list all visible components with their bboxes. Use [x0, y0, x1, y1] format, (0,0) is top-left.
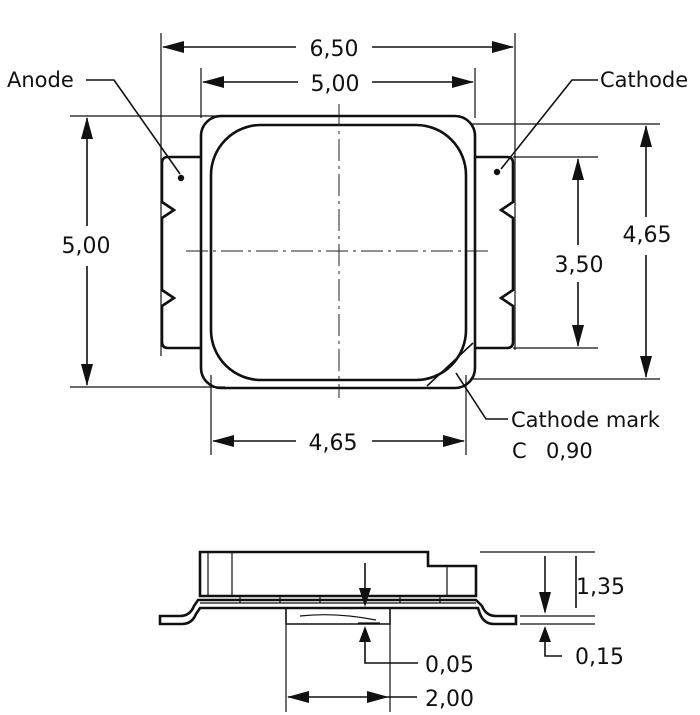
anode-label: Anode — [7, 68, 74, 92]
cathode-callout: Cathode — [500, 68, 688, 170]
dim-side-standoff-label: 0,15 — [575, 645, 624, 670]
anode-callout: Anode — [7, 68, 181, 175]
anode-terminal — [160, 155, 200, 350]
anode-terminal-dot — [177, 174, 185, 182]
led-body-outline — [199, 114, 477, 390]
cathode-terminal-dot — [493, 168, 501, 176]
chamfer-prefix-label: C — [512, 439, 527, 463]
cathode-mark-label: Cathode mark — [511, 408, 661, 432]
cathode-mark-callout: Cathode mark C 0,90 — [455, 372, 661, 463]
cathode-label: Cathode — [600, 68, 688, 92]
side-body — [198, 550, 478, 598]
chamfer-value-label: 0,90 — [546, 439, 593, 463]
dim-top-outer-label: 6,50 — [310, 37, 359, 62]
dim-bottom-width-label: 4,65 — [309, 431, 358, 456]
top-view: 6,50 5,00 5,00 — [7, 33, 688, 463]
dim-left-height-label: 5,00 — [62, 234, 111, 259]
dim-side-pad-width: 2,00 — [285, 624, 474, 712]
dim-side-gap-label: 0,05 — [425, 653, 474, 678]
dim-right-outer-height-label: 4,65 — [623, 223, 672, 248]
side-view: 1,35 0,15 0,05 2,00 — [158, 550, 625, 712]
dim-side-gap: 0,05 — [358, 563, 474, 678]
cathode-chamfer — [426, 342, 474, 387]
dim-side-pad-width-label: 2,00 — [425, 687, 474, 712]
side-bottom-pad — [285, 608, 391, 625]
dim-right-inner-height-label: 3,50 — [555, 253, 604, 278]
dim-top-inner: 5,00 — [200, 68, 476, 118]
dim-right-outer-height: 4,65 — [470, 123, 672, 380]
dim-top-outer: 6,50 — [160, 33, 516, 356]
dim-side-standoff: 0,15 — [520, 623, 624, 670]
cathode-terminal — [475, 155, 515, 350]
dim-bottom-width: 4,65 — [210, 375, 467, 456]
dim-right-inner-height: 3,50 — [513, 156, 604, 349]
dim-side-height-label: 1,35 — [576, 575, 625, 600]
dim-side-height: 1,35 — [480, 551, 625, 617]
dim-left-height: 5,00 — [62, 115, 340, 388]
dim-top-inner-label: 5,00 — [311, 72, 360, 97]
side-lead-frame — [158, 598, 518, 626]
